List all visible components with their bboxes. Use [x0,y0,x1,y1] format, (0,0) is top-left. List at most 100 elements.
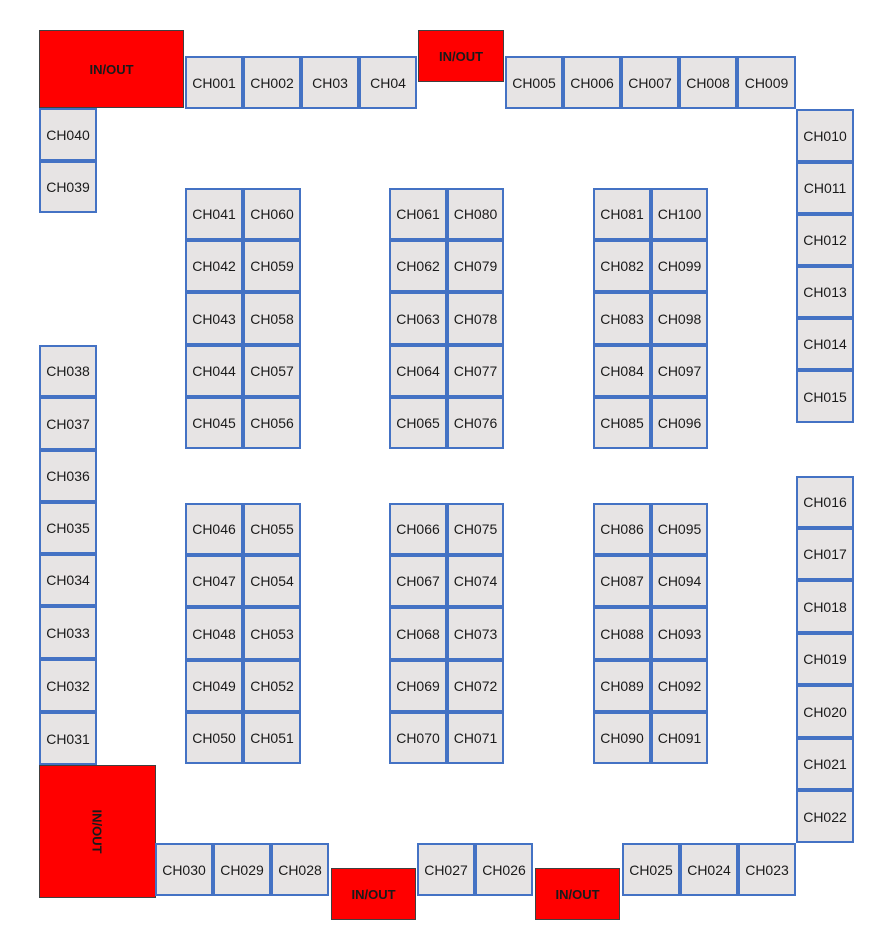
booth-ch098[interactable]: CH098 [651,292,708,345]
booth-ch062[interactable]: CH062 [389,240,447,292]
booth-ch04[interactable]: CH04 [359,56,417,109]
booth-ch069[interactable]: CH069 [389,660,447,712]
booth-ch071[interactable]: CH071 [447,712,504,764]
booth-ch091[interactable]: CH091 [651,712,708,764]
booth-ch038[interactable]: CH038 [39,345,97,397]
booth-ch035[interactable]: CH035 [39,502,97,554]
booth-ch094[interactable]: CH094 [651,555,708,607]
booth-ch014[interactable]: CH014 [796,318,854,370]
booth-ch087[interactable]: CH087 [593,555,651,607]
booth-ch070[interactable]: CH070 [389,712,447,764]
booth-ch077[interactable]: CH077 [447,345,504,397]
booth-ch016[interactable]: CH016 [796,476,854,528]
booth-ch048[interactable]: CH048 [185,607,243,660]
booth-ch046[interactable]: CH046 [185,503,243,555]
booth-ch065[interactable]: CH065 [389,397,447,449]
booth-ch041[interactable]: CH041 [185,188,243,240]
booth-ch074[interactable]: CH074 [447,555,504,607]
booth-ch002[interactable]: CH002 [243,56,301,109]
booth-ch073[interactable]: CH073 [447,607,504,660]
booth-ch060[interactable]: CH060 [243,188,301,240]
booth-ch072[interactable]: CH072 [447,660,504,712]
booth-ch037[interactable]: CH037 [39,397,97,450]
booth-ch083[interactable]: CH083 [593,292,651,345]
booth-ch011[interactable]: CH011 [796,162,854,214]
booth-ch086[interactable]: CH086 [593,503,651,555]
booth-ch054[interactable]: CH054 [243,555,301,607]
booth-ch064[interactable]: CH064 [389,345,447,397]
booth-ch078[interactable]: CH078 [447,292,504,345]
booth-ch033[interactable]: CH033 [39,606,97,659]
gate-bottom-left[interactable]: IN/OUT [39,765,156,898]
booth-ch040[interactable]: CH040 [39,108,97,161]
booth-ch024[interactable]: CH024 [680,843,738,896]
booth-ch097[interactable]: CH097 [651,345,708,397]
booth-ch036[interactable]: CH036 [39,450,97,502]
booth-ch015[interactable]: CH015 [796,370,854,423]
booth-ch032[interactable]: CH032 [39,659,97,712]
booth-ch066[interactable]: CH066 [389,503,447,555]
booth-ch03[interactable]: CH03 [301,56,359,109]
booth-ch092[interactable]: CH092 [651,660,708,712]
booth-ch099[interactable]: CH099 [651,240,708,292]
booth-ch095[interactable]: CH095 [651,503,708,555]
gate-bottom-center-right[interactable]: IN/OUT [535,868,620,920]
booth-ch001[interactable]: CH001 [185,56,243,109]
booth-ch020[interactable]: CH020 [796,685,854,738]
booth-ch029[interactable]: CH029 [213,843,271,896]
booth-ch042[interactable]: CH042 [185,240,243,292]
booth-ch079[interactable]: CH079 [447,240,504,292]
booth-ch056[interactable]: CH056 [243,397,301,449]
booth-ch026[interactable]: CH026 [475,843,533,896]
gate-top-left[interactable]: IN/OUT [39,30,184,108]
booth-ch057[interactable]: CH057 [243,345,301,397]
booth-ch005[interactable]: CH005 [505,56,563,109]
booth-ch096[interactable]: CH096 [651,397,708,449]
booth-ch055[interactable]: CH055 [243,503,301,555]
booth-ch061[interactable]: CH061 [389,188,447,240]
booth-ch030[interactable]: CH030 [155,843,213,896]
booth-ch051[interactable]: CH051 [243,712,301,764]
booth-ch025[interactable]: CH025 [622,843,680,896]
booth-ch047[interactable]: CH047 [185,555,243,607]
booth-ch043[interactable]: CH043 [185,292,243,345]
booth-ch049[interactable]: CH049 [185,660,243,712]
booth-ch044[interactable]: CH044 [185,345,243,397]
booth-ch012[interactable]: CH012 [796,214,854,266]
booth-ch089[interactable]: CH089 [593,660,651,712]
booth-ch018[interactable]: CH018 [796,580,854,633]
booth-ch034[interactable]: CH034 [39,554,97,606]
booth-ch010[interactable]: CH010 [796,109,854,162]
booth-ch017[interactable]: CH017 [796,528,854,580]
booth-ch075[interactable]: CH075 [447,503,504,555]
booth-ch027[interactable]: CH027 [417,843,475,896]
booth-ch013[interactable]: CH013 [796,266,854,318]
booth-ch100[interactable]: CH100 [651,188,708,240]
booth-ch045[interactable]: CH045 [185,397,243,449]
booth-ch076[interactable]: CH076 [447,397,504,449]
booth-ch059[interactable]: CH059 [243,240,301,292]
booth-ch093[interactable]: CH093 [651,607,708,660]
booth-ch009[interactable]: CH009 [737,56,796,109]
booth-ch080[interactable]: CH080 [447,188,504,240]
booth-ch028[interactable]: CH028 [271,843,329,896]
booth-ch063[interactable]: CH063 [389,292,447,345]
booth-ch084[interactable]: CH084 [593,345,651,397]
booth-ch023[interactable]: CH023 [738,843,796,896]
gate-bottom-center-left[interactable]: IN/OUT [331,868,416,920]
booth-ch067[interactable]: CH067 [389,555,447,607]
booth-ch006[interactable]: CH006 [563,56,621,109]
booth-ch085[interactable]: CH085 [593,397,651,449]
booth-ch088[interactable]: CH088 [593,607,651,660]
booth-ch019[interactable]: CH019 [796,633,854,685]
booth-ch050[interactable]: CH050 [185,712,243,764]
booth-ch031[interactable]: CH031 [39,712,97,765]
booth-ch021[interactable]: CH021 [796,738,854,790]
booth-ch058[interactable]: CH058 [243,292,301,345]
booth-ch008[interactable]: CH008 [679,56,737,109]
booth-ch082[interactable]: CH082 [593,240,651,292]
booth-ch090[interactable]: CH090 [593,712,651,764]
booth-ch007[interactable]: CH007 [621,56,679,109]
booth-ch022[interactable]: CH022 [796,790,854,843]
gate-top-center[interactable]: IN/OUT [418,30,504,82]
